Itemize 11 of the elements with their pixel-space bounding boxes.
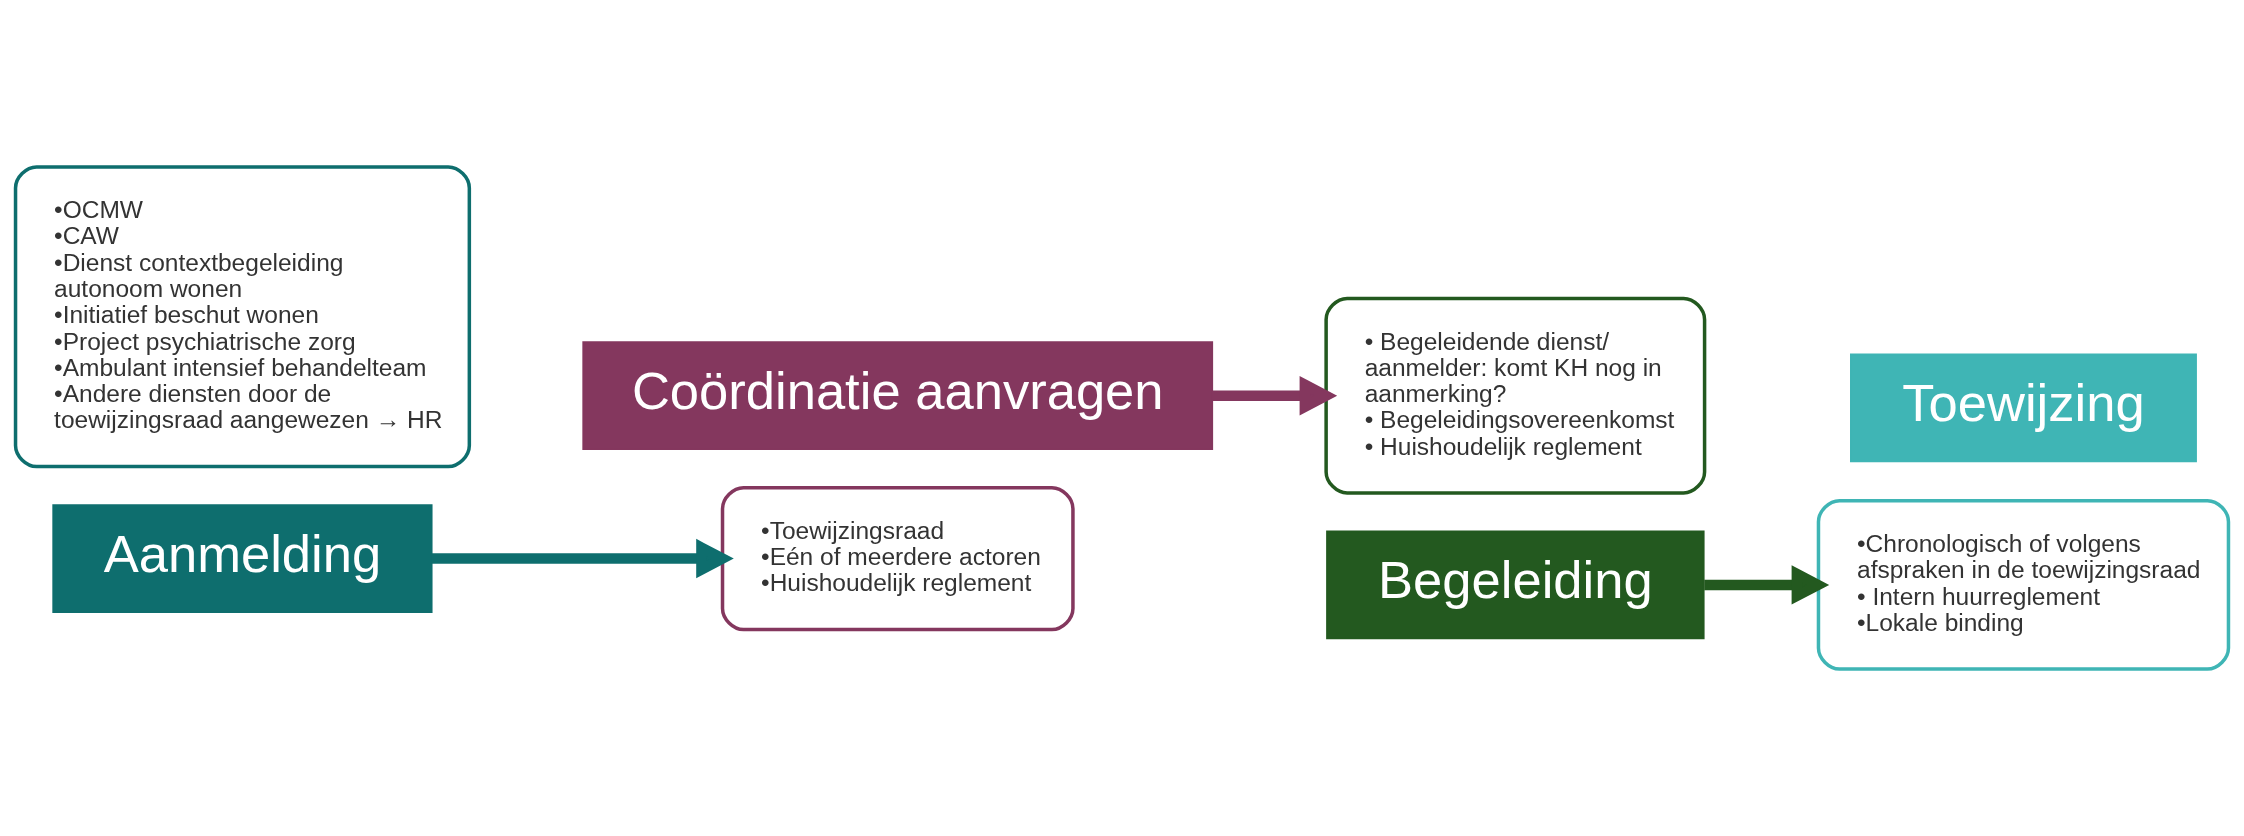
node-box: •OCMW •CAW •Dienst contextbegeleiding autonoom wonen •Initiatief beschut wonen •Project psychiatrische zorg •Ambulant intensief behandelteam •Andere diensten door de toewijzingsraad aangewezen → HR: [13, 165, 472, 469]
node-box: •Toewijzingsraad •Eén of meerdere actoren •Huishoudelijk reglement: [720, 485, 1075, 632]
node-box: Begeleiding: [1326, 530, 1705, 640]
arrow: [431, 538, 734, 579]
node-box: •Chronologisch of volgens afspraken in de toewijzingsraad • Intern huurreglement •Lokale binding: [1816, 499, 2231, 671]
arrow: [1212, 375, 1338, 416]
node-box: Coördinatie aanvragen: [582, 341, 1214, 450]
arrow: [1704, 565, 1830, 605]
node-box: • Begeleidende dienst/ aanmelder: komt KH nog in aanmerking? • Begeleidingsovereenkomst • Huishoudelijk reglement: [1324, 296, 1707, 495]
node-box: Toewijzing: [1850, 353, 2197, 463]
node-box: Aanmelding: [52, 504, 433, 613]
